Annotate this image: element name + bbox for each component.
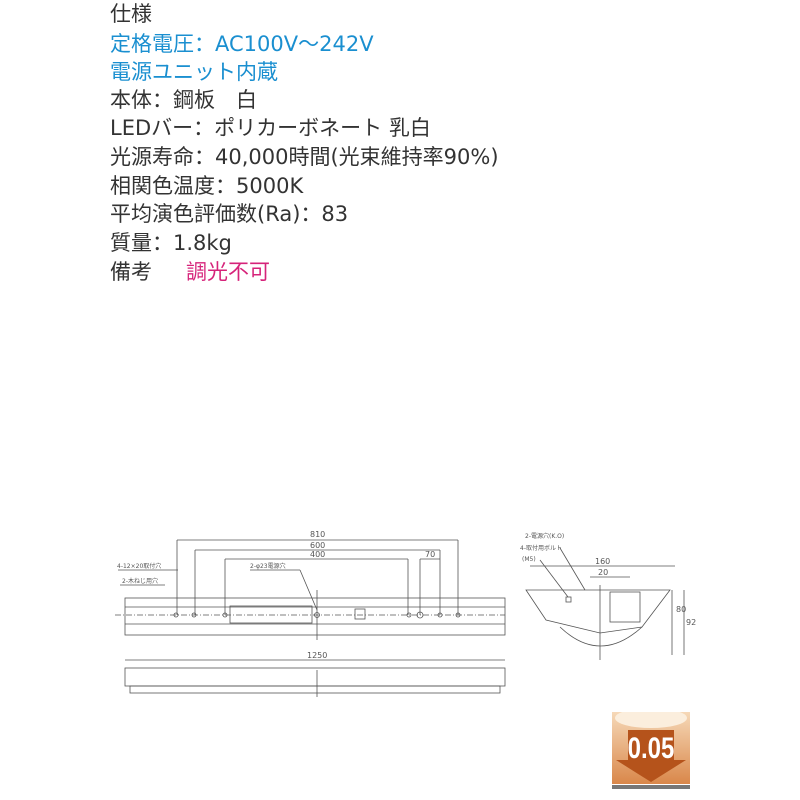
- spec-rated-voltage: 定格電圧：AC100V～242V: [110, 32, 374, 56]
- note-mount-bolt: 4-取付用ボルト: [520, 544, 562, 552]
- weight-badge: 0.05: [612, 712, 690, 790]
- dim-70: 70: [425, 550, 435, 559]
- spec-power-unit: 電源ユニット内蔵: [110, 60, 278, 84]
- dim-810: 810: [310, 530, 325, 539]
- spec-remarks: 備考 調光不可: [110, 258, 270, 286]
- dim-400: 400: [310, 550, 325, 559]
- dim-600: 600: [310, 541, 325, 550]
- side-view: [525, 547, 685, 660]
- badge-value: 0.05: [627, 732, 675, 765]
- spec-cri: 平均演色評価数(Ra)：83: [110, 202, 349, 226]
- remarks-value: 調光不可: [186, 260, 270, 284]
- spec-body: 本体：鋼板 白: [110, 88, 257, 112]
- spec-color-temp: 相関色温度：5000K: [110, 174, 304, 198]
- spec-weight: 質量：1.8kg: [110, 231, 232, 255]
- spec-led-bar: LEDバー：ポリカーボネート 乳白: [110, 116, 431, 140]
- note-screw-holes: 2-木ねじ用穴: [122, 577, 158, 585]
- dim-20: 20: [598, 568, 608, 577]
- front-view: [115, 539, 506, 697]
- spec-heading: 仕様: [110, 2, 152, 26]
- spec-lifetime: 光源寿命：40,000時間(光束維持率90%): [110, 145, 499, 169]
- remarks-label: 備考: [110, 260, 152, 284]
- dim-92: 92: [686, 618, 696, 627]
- dim-80: 80: [676, 605, 686, 614]
- down-arrow-icon: [612, 712, 690, 789]
- note-mount-holes: 4-12×20取付穴: [117, 562, 161, 570]
- dim-160: 160: [595, 557, 610, 566]
- note-power-holes: 2-φ23電源穴: [250, 562, 286, 570]
- dim-1250: 1250: [307, 651, 327, 660]
- note-mount-size: (M5): [522, 556, 536, 563]
- note-power-ko: 2-電源穴(K.O): [525, 532, 564, 540]
